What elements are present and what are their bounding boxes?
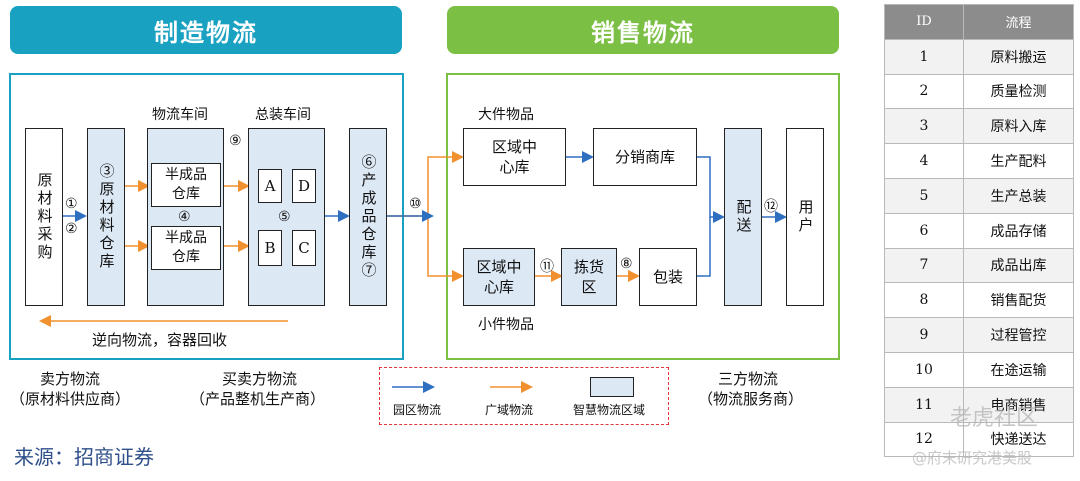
logistics-workshop-box bbox=[147, 128, 224, 306]
row-process: 原料搬运 bbox=[963, 38, 1074, 75]
raw-material-warehouse-box: ③原材料仓库 bbox=[87, 128, 125, 306]
legend-box bbox=[379, 367, 669, 425]
distributor-warehouse-box: 分销商库 bbox=[593, 128, 697, 186]
station-b: B bbox=[258, 230, 282, 266]
row-process: 生产配料 bbox=[963, 143, 1074, 179]
row-id: 10 bbox=[884, 351, 964, 388]
row-id: 4 bbox=[884, 143, 964, 179]
step-1-label: ① bbox=[65, 196, 78, 212]
legend-wide-label: 广域物流 bbox=[485, 403, 534, 417]
row-id: 8 bbox=[884, 282, 964, 319]
buyer-seller-logistics-title: 买卖方物流 bbox=[222, 370, 298, 388]
regional-center-small-box: 区域中心库 bbox=[463, 248, 535, 306]
row-process: 生产总装 bbox=[963, 177, 1074, 214]
step-9-label: ⑨ bbox=[229, 133, 242, 149]
legend-smart-label: 智慧物流区域 bbox=[573, 403, 646, 417]
step-2-label: ② bbox=[65, 221, 78, 237]
row-process: 成品存储 bbox=[963, 212, 1074, 249]
row-process: 过程管控 bbox=[963, 317, 1074, 353]
third-party-logistics-sub: （物流服务商） bbox=[698, 390, 804, 408]
step-5-label: ⑤ bbox=[278, 209, 291, 225]
semi-finished-warehouse-1: 半成品仓库 bbox=[151, 163, 221, 207]
step-10-label: ⑩ bbox=[409, 196, 422, 212]
sales-panel bbox=[446, 73, 840, 360]
reverse-logistics-label: 逆向物流，容器回收 bbox=[92, 331, 228, 349]
row-id: 7 bbox=[884, 247, 964, 284]
user-box: 用户 bbox=[786, 128, 824, 306]
row-process: 质量检测 bbox=[963, 73, 1074, 110]
large-items-title: 大件物品 bbox=[478, 107, 534, 123]
station-a: A bbox=[258, 169, 282, 203]
station-c: C bbox=[292, 230, 316, 266]
raw-material-purchase-box: 原材料采购 bbox=[25, 128, 63, 306]
row-id: 11 bbox=[884, 386, 964, 423]
semi-finished-warehouse-2: 半成品仓库 bbox=[151, 226, 221, 270]
regional-center-large-box: 区域中心库 bbox=[463, 128, 566, 186]
sales-logistics-banner: 销售物流 bbox=[447, 6, 839, 54]
assembly-workshop-box bbox=[248, 128, 325, 306]
assembly-workshop-title: 总装车间 bbox=[255, 107, 311, 123]
small-items-title: 小件物品 bbox=[478, 317, 534, 333]
step-11-label: ⑪ bbox=[540, 259, 554, 275]
arrow-distributor-to-delivery bbox=[697, 156, 725, 223]
row-id: 6 bbox=[884, 212, 964, 249]
row-process: 电商销售 bbox=[963, 386, 1074, 423]
table-header-id: ID bbox=[884, 4, 964, 40]
row-id: 9 bbox=[884, 317, 964, 353]
seller-logistics-title: 卖方物流 bbox=[40, 370, 101, 388]
row-id: 2 bbox=[884, 73, 964, 110]
legend-park-label: 园区物流 bbox=[393, 403, 442, 417]
picking-area-box: 拣货区 bbox=[561, 248, 617, 306]
row-id: 1 bbox=[884, 38, 964, 75]
row-process: 原料入库 bbox=[963, 108, 1074, 145]
row-process: 快递送达 bbox=[963, 421, 1074, 458]
logistics-workshop-title: 物流车间 bbox=[152, 107, 208, 123]
arrow-product-to-small-center bbox=[427, 216, 464, 282]
row-id: 3 bbox=[884, 108, 964, 145]
arrow-packaging-to-delivery bbox=[697, 217, 711, 277]
step-8-label: ⑧ bbox=[620, 256, 633, 272]
row-id: 5 bbox=[884, 177, 964, 214]
third-party-logistics-title: 三方物流 bbox=[718, 370, 779, 388]
step-12-label: ⑫ bbox=[764, 199, 778, 215]
row-process: 在途运输 bbox=[963, 351, 1074, 388]
manufacturing-logistics-banner: 制造物流 bbox=[10, 6, 402, 54]
watermark-title: 老虎社区 bbox=[950, 406, 1039, 431]
seller-logistics-sub: （原材料供应商） bbox=[10, 390, 131, 408]
arrow-product-to-large-center bbox=[387, 151, 464, 217]
finished-product-warehouse-box: ⑥产成品仓库⑦ bbox=[349, 128, 387, 306]
table-header-process: 流程 bbox=[963, 4, 1074, 40]
step-4-label: ④ bbox=[178, 209, 191, 225]
legend-smart-swatch bbox=[590, 377, 634, 397]
packaging-box: 包装 bbox=[639, 248, 697, 306]
delivery-box: 配送 bbox=[724, 128, 762, 306]
buyer-seller-logistics-sub: （产品整机生产商） bbox=[190, 390, 326, 408]
station-d: D bbox=[292, 169, 316, 203]
source-label: 来源：招商证券 bbox=[14, 445, 154, 469]
row-process: 成品出库 bbox=[963, 247, 1074, 284]
watermark-handle: @府末研究港美股 bbox=[912, 449, 1033, 467]
row-process: 销售配货 bbox=[963, 282, 1074, 319]
row-id: 12 bbox=[884, 421, 964, 458]
